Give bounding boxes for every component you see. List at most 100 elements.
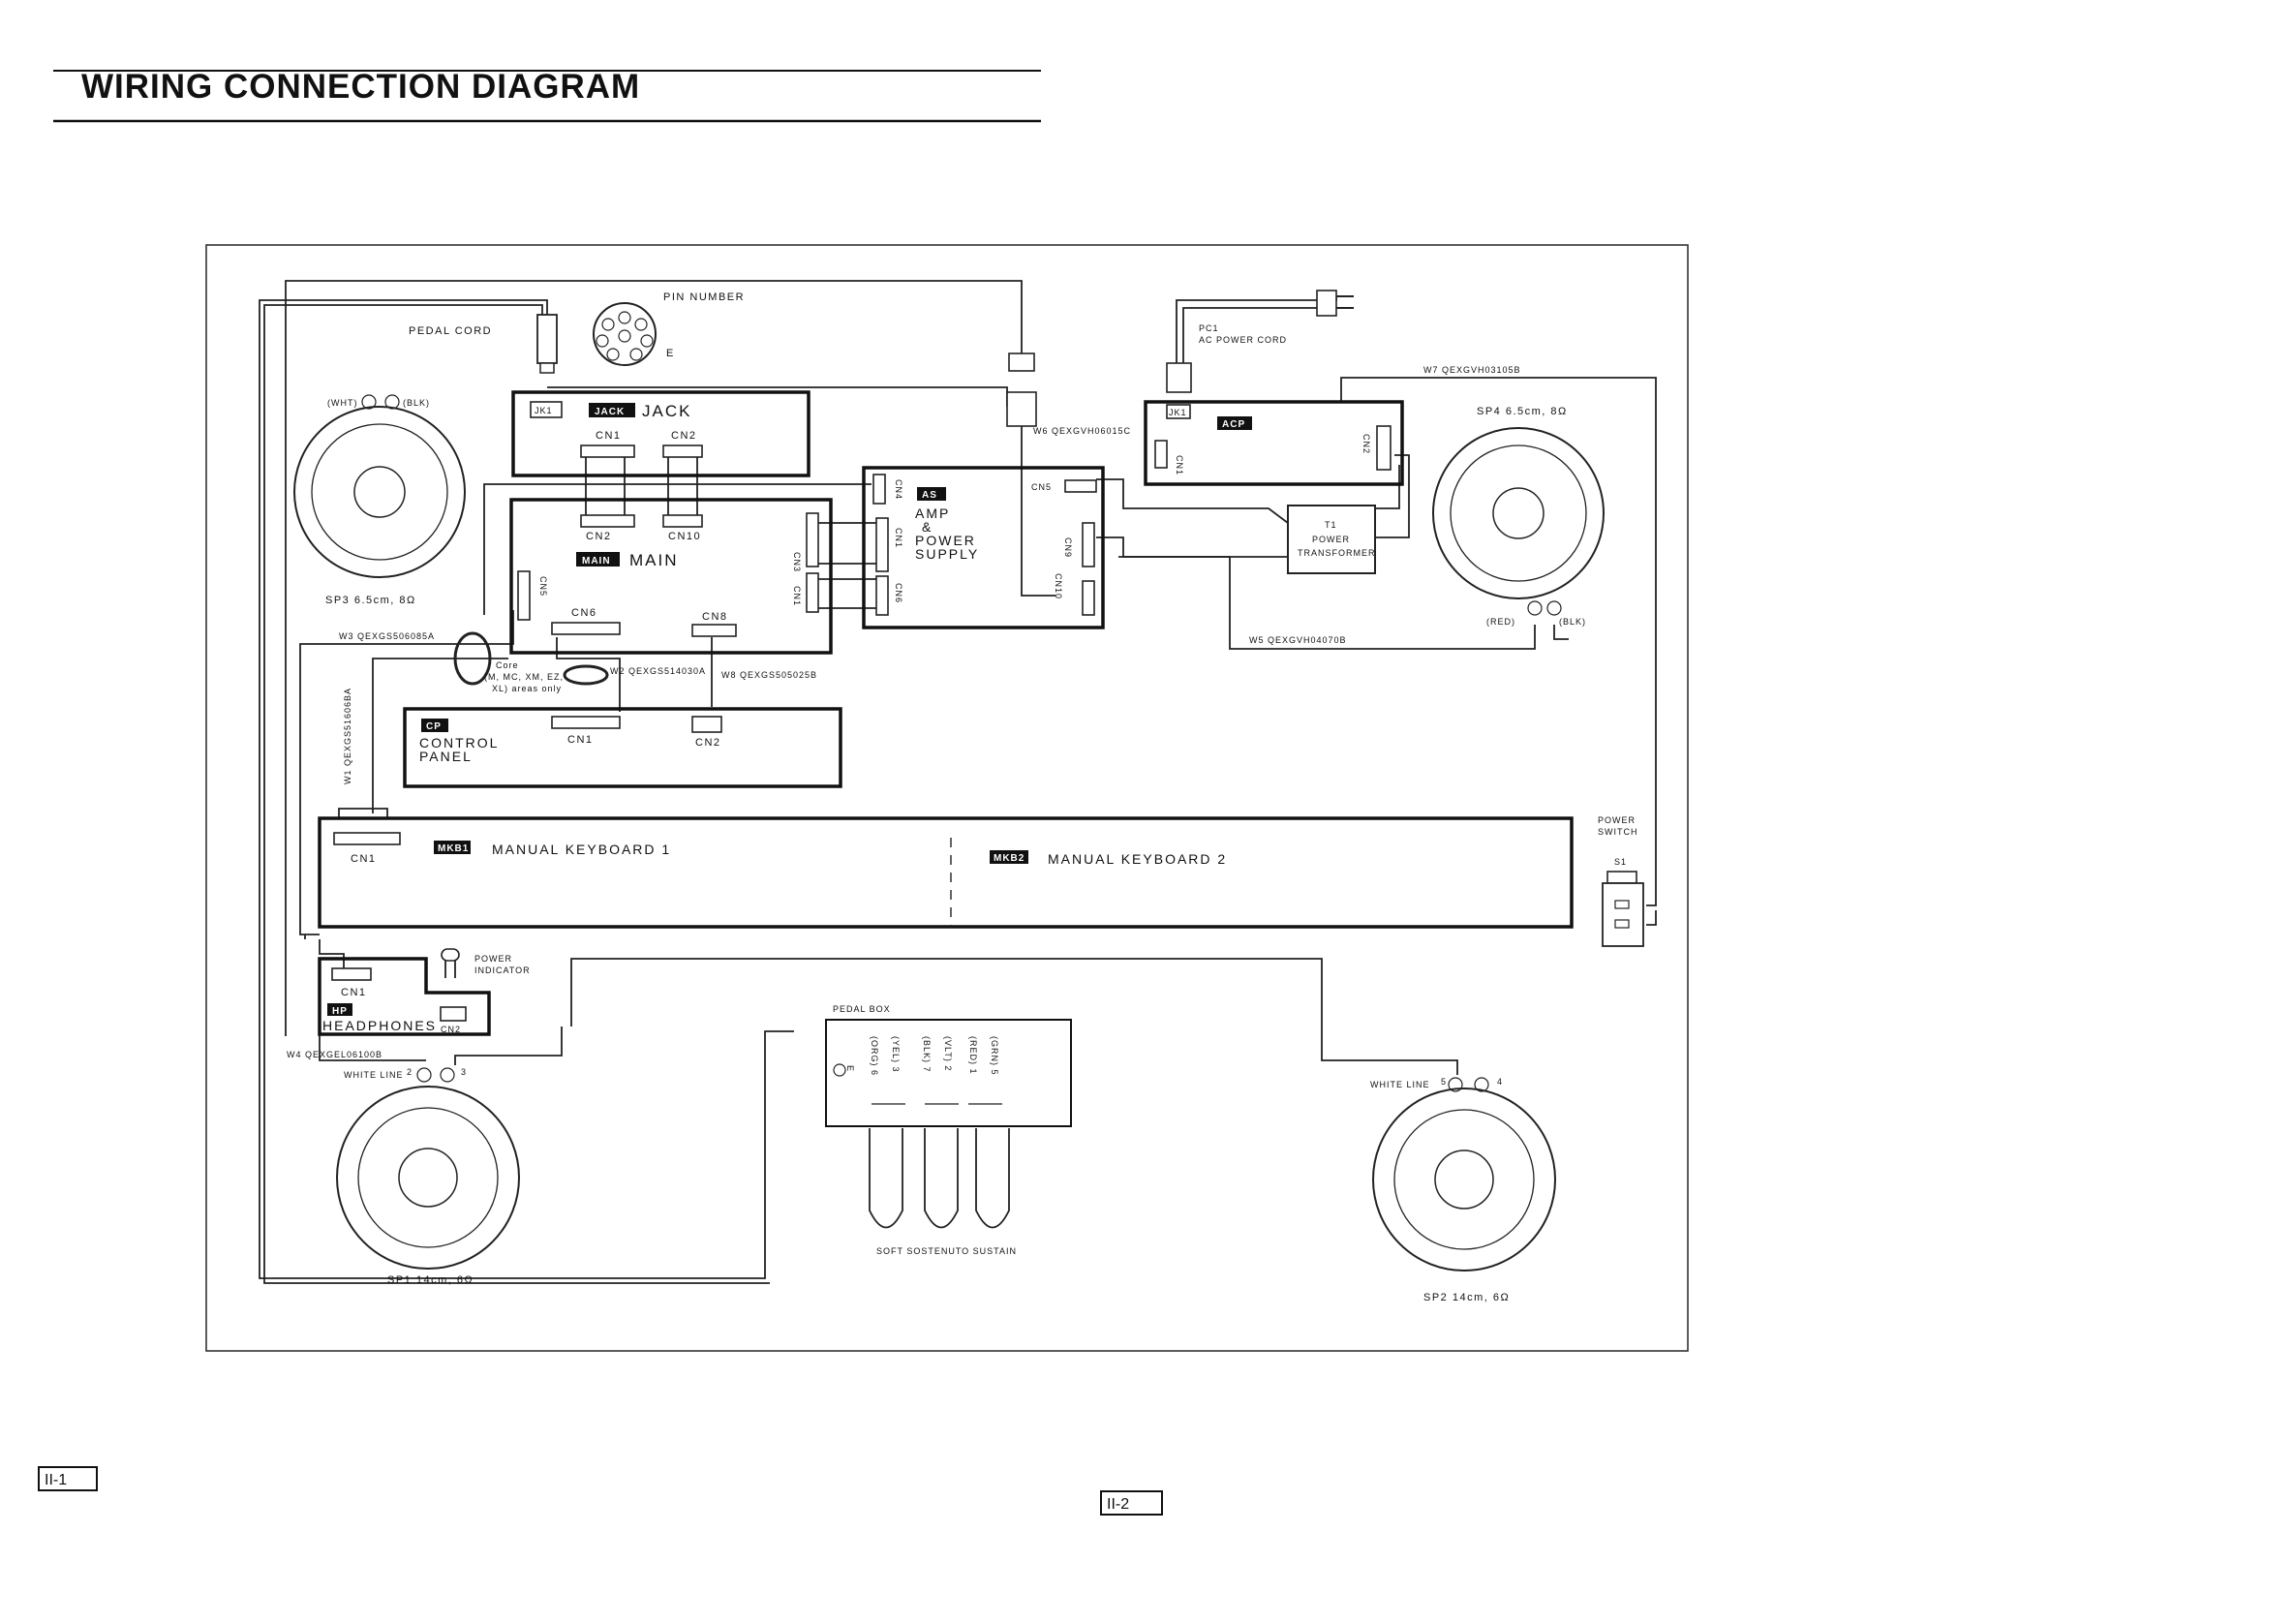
- pedal-pin-6: (GRN) 5: [990, 1036, 999, 1076]
- amp-transformer-wire-2: [1096, 536, 1288, 558]
- amp-label-line4: SUPPLY: [915, 546, 979, 562]
- amp-badge: [917, 487, 946, 501]
- jack-jk1-label: JK1: [535, 406, 553, 415]
- pedal-pin-1: (ORG) 6: [870, 1036, 879, 1076]
- mkb1-cn1-label: CN1: [351, 853, 377, 865]
- w7-label: W7 QEXGVH03105B: [1423, 365, 1521, 375]
- amp-cn4-label: CN4: [894, 479, 903, 500]
- amp-cn10-label: CN10: [1054, 573, 1063, 599]
- jack-badge: [589, 403, 635, 417]
- w1-wire: [372, 658, 508, 813]
- main-board: CN2 CN10 MAIN MAIN CN3 CN1 CN5 CN6 CN8: [509, 498, 833, 655]
- core-label-2: (M, MC, XM, EZ,: [484, 672, 564, 682]
- power-switch-label-1: POWER: [1598, 815, 1636, 825]
- w6-top-wire: [285, 280, 1023, 1036]
- w5-wire-2: [1553, 625, 1569, 640]
- amp-cn4-connector: [872, 474, 886, 505]
- main-amp-cn1-wires: [818, 522, 876, 565]
- page-number-left: II-1: [38, 1466, 98, 1491]
- w4-label: W4 QEXGEL06100B: [287, 1050, 382, 1059]
- main-cn2-connector: [580, 514, 635, 528]
- sp2-label: SP2 14cm, 6Ω: [1423, 1292, 1510, 1303]
- sp1-pin-minus: 3: [461, 1067, 467, 1077]
- pedal-cord-plug: PEDAL CORD: [409, 314, 558, 374]
- amp-cn9-label: CN9: [1063, 537, 1073, 558]
- amp-cn5-connector: [1064, 479, 1097, 493]
- main-badge: [576, 552, 620, 567]
- control-badge-text: CP: [426, 721, 442, 732]
- jack-main-cn10-wires: [667, 457, 698, 515]
- w7-wire-2: [1646, 910, 1657, 926]
- w6-label: W6 QEXGVH06015C: [1033, 426, 1131, 436]
- hp-cn1-label: CN1: [341, 987, 367, 998]
- transformer-acp-wire-2: [1375, 465, 1400, 509]
- speaker-sp1: WHITE LINE 2 3 SP1 14cm, 6Ω: [336, 1067, 520, 1286]
- headphones-board: CN1 HP HEADPHONES CN2: [318, 957, 491, 1036]
- main-cn1-connector: [806, 572, 819, 613]
- core-label-1: Core: [496, 660, 519, 670]
- power-transformer-label-2: TRANSFORMER: [1298, 548, 1376, 558]
- ferrite-core: Core (M, MC, XM, EZ, XL) areas only W2 Q…: [453, 631, 706, 693]
- pin-e-label: E: [666, 348, 675, 359]
- hp-badge: [327, 1003, 352, 1016]
- ac-power-cord-label: AC POWER CORD: [1199, 335, 1287, 345]
- control-label-line1: CONTROL: [419, 735, 499, 751]
- s1-label: S1: [1614, 857, 1627, 867]
- pedal-pin-3: (BLK) 7: [922, 1036, 932, 1073]
- power-indicator-label-1: POWER: [474, 954, 512, 964]
- main-cn3-label: CN3: [792, 552, 802, 572]
- w5-label: W5 QEXGVH04070B: [1249, 635, 1347, 645]
- w3-wire: [299, 610, 514, 935]
- amp-cn1-label: CN1: [894, 528, 903, 548]
- amp-label-line3: POWER: [915, 533, 976, 548]
- sp1-white-line-label: WHITE LINE: [344, 1070, 404, 1080]
- sp1-label: SP1 14cm, 6Ω: [387, 1274, 474, 1286]
- ac-cord-wire-2: [1182, 307, 1336, 363]
- pedals-label: SOFT SOSTENUTO SUSTAIN: [876, 1246, 1017, 1256]
- acp-jk1-connector: [1166, 404, 1191, 419]
- page-number-right: II-2: [1100, 1490, 1163, 1516]
- main-badge-text: MAIN: [582, 556, 611, 567]
- amp-board: CN4 AS AMP & POWER SUPPLY CN1 CN6 CN5 CN…: [862, 466, 1105, 629]
- w8-label: W8 QEXGS505025B: [721, 670, 817, 680]
- power-indicator-led: POWER INDICATOR: [441, 948, 530, 975]
- speaker-sp4: (RED) (BLK) SP4 6.5cm, 8Ω: [1432, 406, 1605, 627]
- acp-badge: [1217, 416, 1252, 430]
- main-board-label: MAIN: [629, 551, 679, 569]
- control-badge: [421, 719, 448, 732]
- pc1-label: PC1: [1199, 323, 1219, 333]
- control-cn1-label: CN1: [567, 734, 594, 746]
- pin-number-label: PIN NUMBER: [663, 291, 745, 303]
- hp-cn2-label: CN2: [441, 1025, 461, 1034]
- main-cn8-connector: [691, 624, 737, 637]
- power-transformer: T1 POWER TRANSFORMER: [1287, 505, 1376, 574]
- sp4-label: SP4 6.5cm, 8Ω: [1477, 406, 1568, 417]
- w7-wire: [1340, 377, 1657, 906]
- sp2-white-line-label: WHITE LINE: [1370, 1080, 1430, 1089]
- main-cp-cn1-wire: [556, 637, 621, 712]
- acp-badge-text: ACP: [1222, 419, 1245, 430]
- sp4-plus-label: (RED): [1486, 617, 1515, 627]
- pedal-sustain: [975, 1128, 1010, 1229]
- jack-board: JK1 JACK JACK CN1 CN2: [511, 390, 811, 477]
- pedal-pin-0: E: [845, 1065, 855, 1072]
- main-cn3-connector: [806, 512, 819, 567]
- sp2-pin-plus: 5: [1441, 1077, 1447, 1087]
- main-cn10-connector: [662, 514, 703, 528]
- pedal-sostenuto: [924, 1128, 959, 1229]
- pedal-box-label: PEDAL BOX: [833, 1004, 891, 1014]
- main-cn8-label: CN8: [702, 611, 728, 623]
- w2-label: W2 QEXGS514030A: [610, 666, 706, 676]
- hp-sp1-wire-2: [454, 1026, 563, 1065]
- control-cn2-label: CN2: [695, 737, 721, 749]
- main-cn5-label: CN5: [538, 576, 548, 597]
- amp-label-line2: &: [922, 519, 933, 535]
- w1-label: W1 QEXGS51606BA: [343, 688, 352, 784]
- page-number-left-text: II-1: [45, 1472, 67, 1488]
- w5-wire: [1118, 556, 1536, 650]
- page-number-right-text: II-2: [1107, 1496, 1129, 1513]
- control-panel-board: CP CONTROL PANEL CN1 CN2: [403, 707, 842, 788]
- control-label-line2: PANEL: [419, 749, 473, 764]
- pedal-soft: [869, 1128, 903, 1229]
